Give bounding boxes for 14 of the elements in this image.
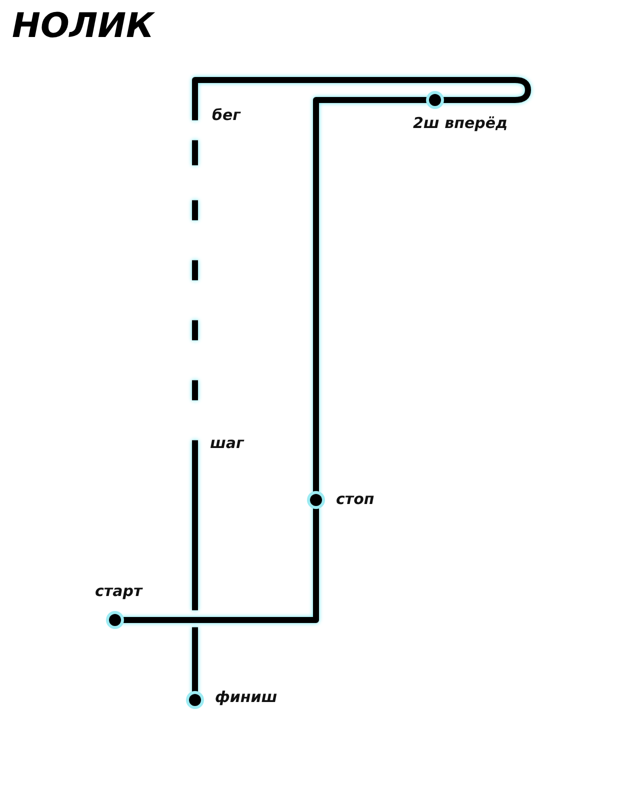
point-label: стоп: [336, 492, 374, 507]
point-label: финиш: [215, 690, 278, 705]
route-point: [189, 694, 201, 706]
route-line: [121, 506, 319, 623]
point-label: 2ш вперёд: [413, 116, 508, 131]
route-point: [429, 94, 441, 106]
point-label: старт: [95, 584, 142, 599]
segment-label: шаг: [210, 436, 244, 451]
route-line: [192, 77, 531, 694]
title: НОЛИК: [12, 8, 154, 46]
segment-label: бег: [212, 108, 240, 123]
route-point: [109, 614, 121, 626]
route-line: [313, 97, 429, 494]
route-point: [310, 494, 322, 506]
